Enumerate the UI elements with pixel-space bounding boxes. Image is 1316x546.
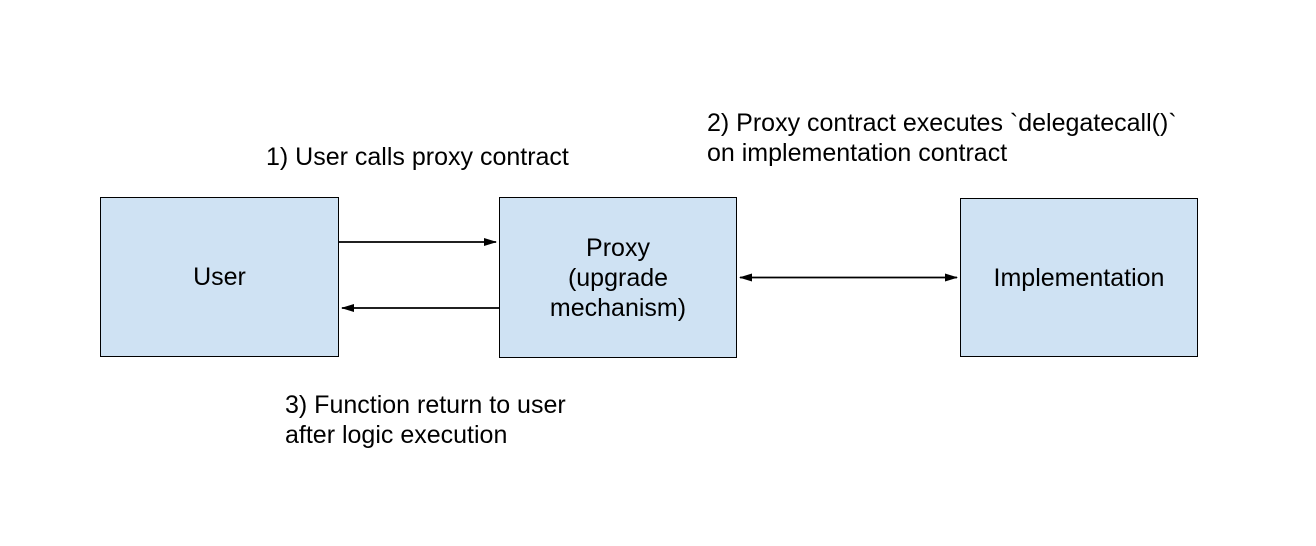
node-proxy: Proxy (upgrade mechanism) xyxy=(499,197,737,358)
annotation-step-3: 3) Function return to user after logic e… xyxy=(285,391,566,449)
node-user: User xyxy=(100,197,339,357)
node-user-label: User xyxy=(193,263,246,291)
node-implementation-label: Implementation xyxy=(993,263,1165,292)
node-implementation: Implementation xyxy=(960,198,1198,357)
annotation-step-1: 1) User calls proxy contract xyxy=(266,143,569,171)
annotation-step-2: 2) Proxy contract executes `delegatecall… xyxy=(707,109,1177,167)
node-proxy-label: Proxy (upgrade mechanism) xyxy=(549,233,687,322)
